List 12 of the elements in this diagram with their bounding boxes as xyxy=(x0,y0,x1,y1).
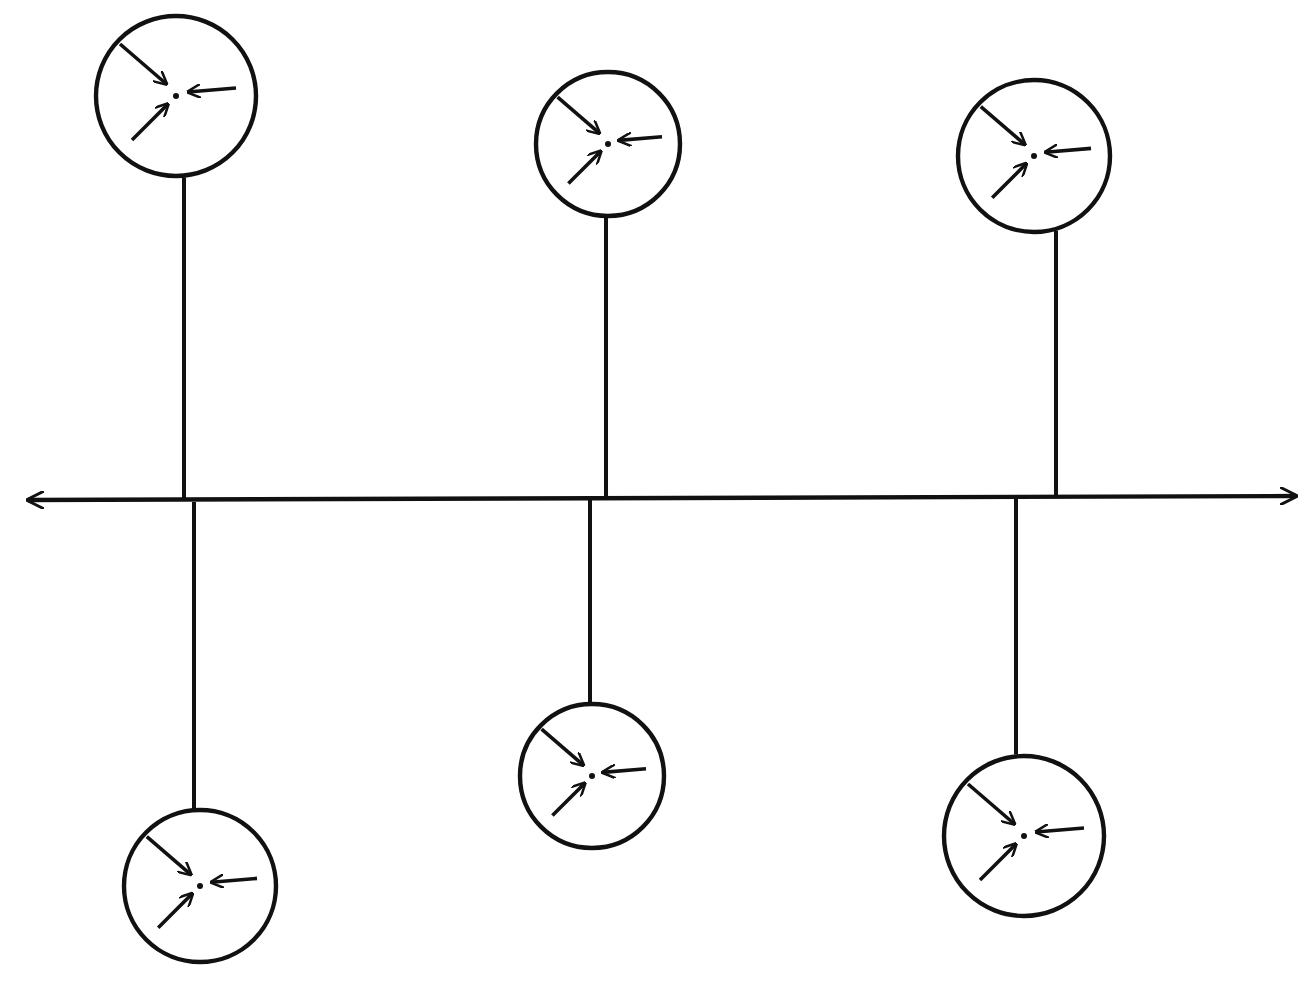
circle-drawing xyxy=(532,68,684,220)
circle-drawing xyxy=(954,76,1114,236)
connector-line xyxy=(604,217,608,496)
circle-drawing xyxy=(940,752,1108,920)
connector-line xyxy=(192,502,196,809)
circle-drawing xyxy=(516,700,668,852)
connector-line xyxy=(1014,498,1018,755)
connector-line xyxy=(588,500,592,703)
circle-drawing xyxy=(92,12,260,180)
circle-drawing xyxy=(120,806,280,966)
connector-line xyxy=(1054,230,1058,496)
connector-line xyxy=(182,177,186,498)
